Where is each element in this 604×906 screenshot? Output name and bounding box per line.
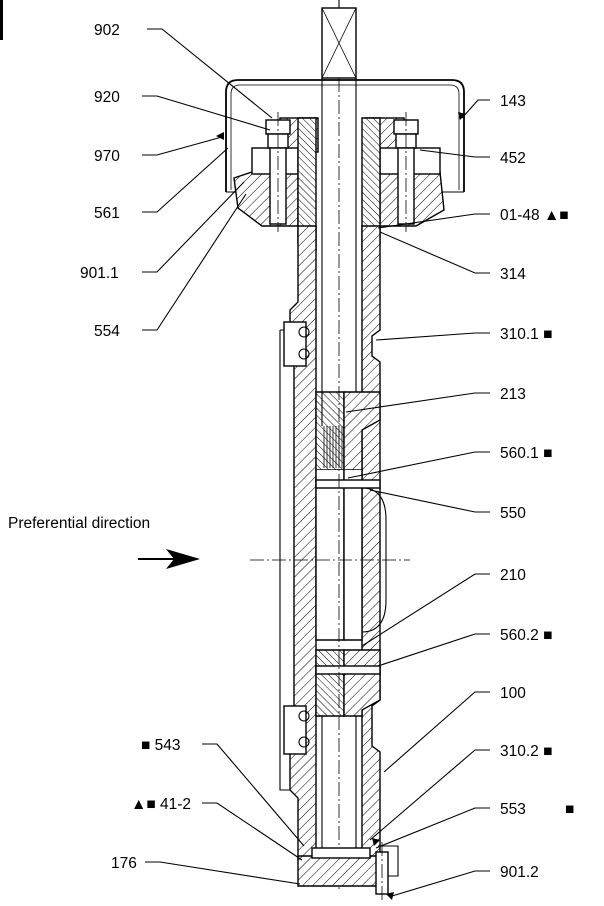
callout-554: 554 xyxy=(94,323,120,340)
shaft-lower xyxy=(321,716,357,850)
leader-lines-right xyxy=(345,99,490,897)
callout-210: 210 xyxy=(500,567,526,584)
bottom-cover-176 xyxy=(297,842,399,900)
callout-553-mark: ■ xyxy=(565,801,574,818)
callout-100: 100 xyxy=(500,685,526,702)
corner-mark xyxy=(0,0,3,40)
callout-550: 550 xyxy=(500,505,526,522)
callout-561: 561 xyxy=(94,205,120,222)
seat-upper-left xyxy=(283,321,310,367)
bushing-314 xyxy=(297,117,381,251)
callout-901-1: 901.1 xyxy=(80,265,119,282)
callout-01-48: 01-48 ▲■ xyxy=(500,207,569,224)
direction-label: Preferential direction xyxy=(8,515,150,532)
callout-543: ■ 543 xyxy=(141,737,181,754)
callout-901-2: 901.2 xyxy=(500,864,539,881)
pin-560-1 xyxy=(315,479,381,489)
shaft-upper xyxy=(321,78,357,426)
callout-902: 902 xyxy=(94,22,120,39)
callout-920: 920 xyxy=(94,89,120,106)
callout-176: 176 xyxy=(111,855,137,872)
bolt-left xyxy=(265,112,291,232)
callout-560-1: 560.1 ■ xyxy=(500,445,552,462)
callout-41-2: ▲■ 41-2 xyxy=(131,796,191,813)
callout-452: 452 xyxy=(500,150,526,167)
callout-213: 213 xyxy=(500,386,526,403)
direction-arrow-icon xyxy=(138,549,200,569)
callout-143: 143 xyxy=(500,93,526,110)
callout-314: 314 xyxy=(500,266,526,283)
callout-553: 553 xyxy=(500,801,526,818)
callout-310-1: 310.1 ■ xyxy=(500,326,552,343)
seat-lower-left xyxy=(283,705,310,755)
bolt-right xyxy=(393,112,419,232)
callout-560-2: 560.2 ■ xyxy=(500,627,552,644)
pin-560-2 xyxy=(315,665,381,675)
callout-970: 970 xyxy=(94,148,120,165)
callout-310-2: 310.2 ■ xyxy=(500,743,552,760)
square-drive xyxy=(321,0,357,79)
leader-arrowheads xyxy=(216,112,466,900)
leader-lines-left xyxy=(142,28,305,885)
